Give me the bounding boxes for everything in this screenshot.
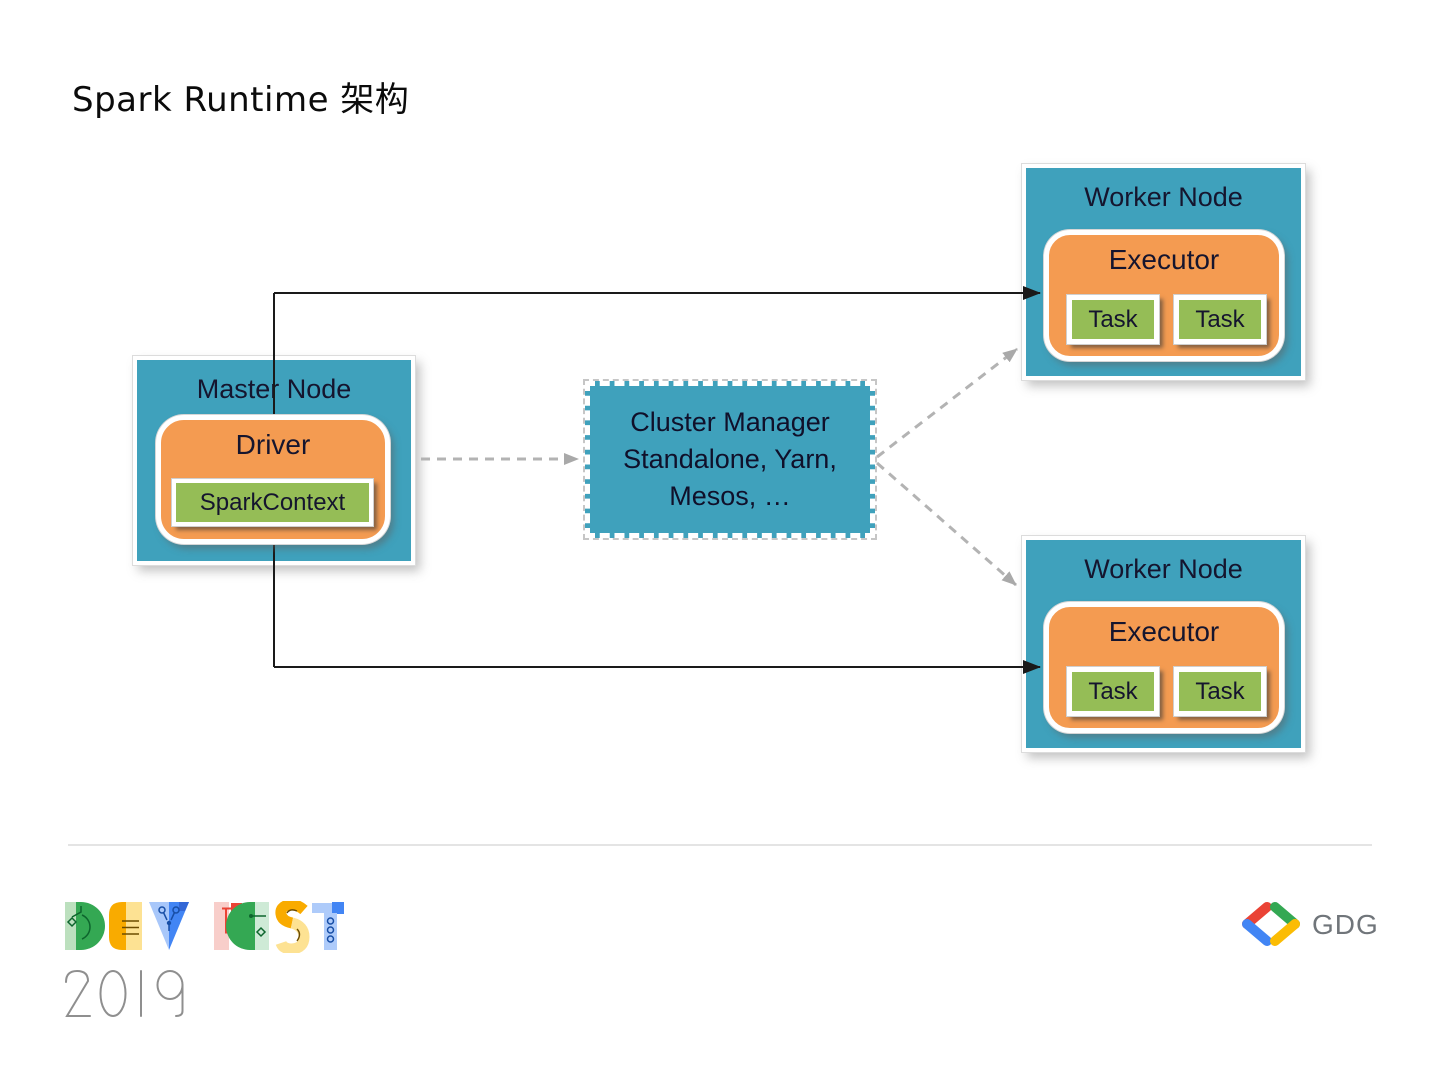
devfest-letter-s	[275, 901, 310, 953]
cluster-manager-line: Standalone, Yarn,	[623, 444, 837, 474]
gdg-chevron-right-yellow	[1270, 919, 1300, 946]
devfest-logo	[65, 901, 344, 953]
dashed-arrow-cm-to-worker-bottom	[876, 461, 1017, 587]
worker-node-bottom-label: Worker Node	[1084, 554, 1243, 584]
executor-top-label: Executor	[1108, 244, 1220, 275]
task-box: Task	[1174, 295, 1266, 344]
task-box: Task	[1067, 667, 1159, 716]
digit-9-bowl	[156, 970, 184, 1000]
footer-divider	[68, 844, 1372, 846]
digit-0	[99, 970, 127, 1017]
worker-node-top-box: Worker Node Executor Task Task	[1022, 164, 1305, 380]
task-box: Task	[1067, 295, 1159, 344]
master-node-label: Master Node	[196, 374, 352, 404]
executor-bottom-box: Executor Task Task	[1044, 602, 1284, 733]
driver-box: Driver SparkContext	[156, 415, 390, 544]
devfest-letter-e2	[226, 902, 269, 950]
digit-2	[65, 969, 91, 1017]
devfest-year-2019	[65, 969, 184, 1017]
dashed-arrow-cm-to-worker-top	[876, 347, 1018, 459]
cluster-manager-line: Mesos, …	[669, 481, 791, 511]
worker-node-bottom-box: Worker Node Executor Task Task	[1022, 536, 1305, 752]
gdg-chevron-left-blue	[1242, 919, 1272, 946]
devfest-letter-v	[149, 902, 189, 950]
spark-context-box: SparkContext	[172, 479, 373, 526]
gdg-label: GDG	[1312, 909, 1379, 940]
cluster-manager-box: Cluster Manager Standalone, Yarn, Mesos,…	[583, 379, 877, 540]
devfest-letter-d	[65, 902, 105, 950]
digit-9-tail	[175, 984, 184, 1017]
page-title: Spark Runtime 架构	[72, 80, 410, 120]
devfest-letter-t	[312, 902, 344, 950]
executor-bottom-label: Executor	[1108, 616, 1220, 647]
worker-node-top-label: Worker Node	[1084, 182, 1243, 212]
cluster-manager-line: Cluster Manager	[630, 407, 830, 437]
executor-top-box: Executor Task Task	[1044, 230, 1284, 361]
gdg-logo: GDG	[1242, 902, 1379, 946]
driver-label: Driver	[235, 429, 311, 460]
task-box: Task	[1174, 667, 1266, 716]
devfest-letter-e1	[109, 902, 142, 950]
